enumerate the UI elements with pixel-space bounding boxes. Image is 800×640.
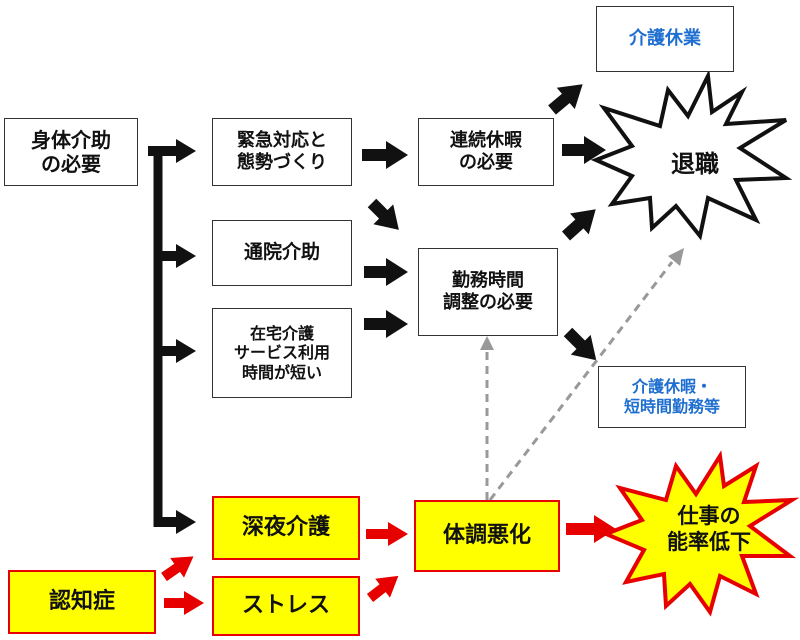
poor-health-box: 体調悪化 bbox=[414, 500, 560, 572]
arrow-leave-to-careleave bbox=[548, 84, 583, 115]
dashed-head-resignation bbox=[668, 248, 684, 266]
arrow-emergency-to-workhours bbox=[367, 198, 399, 230]
hospital-visit-box: 通院介助 bbox=[212, 220, 352, 286]
care-leave-short-box: 介護休暇・ 短時間勤務等 bbox=[598, 366, 746, 428]
arrow-spine-to-homecare bbox=[158, 339, 196, 363]
arrow-spine-to-nightcare bbox=[158, 510, 196, 534]
red-arrows bbox=[161, 515, 616, 615]
arrow-hospital-to-workhours bbox=[364, 258, 408, 286]
work-hours-box: 勤務時間 調整の必要 bbox=[418, 248, 558, 336]
consecutive-leave-box: 連続休暇 の必要 bbox=[418, 118, 554, 186]
arrow-spine-to-hospital bbox=[158, 244, 196, 268]
arrow-dementia-to-stress bbox=[164, 591, 204, 615]
arrow-physical-to-emergency bbox=[148, 139, 196, 163]
dashed-arrows bbox=[480, 248, 684, 501]
productivity-starburst bbox=[600, 450, 800, 617]
arrow-health-to-productivity bbox=[566, 515, 616, 543]
home-care-service-box: 在宅介護 サービス利用 時間が短い bbox=[212, 308, 352, 398]
dementia-box: 認知症 bbox=[8, 570, 156, 634]
dashed-head-workhours bbox=[480, 336, 494, 350]
arrow-stress-to-health bbox=[366, 575, 399, 602]
stress-box: ストレス bbox=[212, 576, 360, 636]
arrow-workhours-to-shortleave bbox=[563, 327, 597, 361]
black-arrows bbox=[148, 84, 606, 534]
arrow-dementia-to-nightcare bbox=[161, 556, 194, 582]
emergency-box: 緊急対応と 態勢づくり bbox=[212, 118, 352, 186]
arrow-leave-to-resignation bbox=[562, 136, 606, 164]
productivity-drop-label: 仕事の 能率低下 bbox=[667, 504, 751, 554]
arrow-homecare-to-workhours bbox=[364, 310, 408, 338]
night-care-box: 深夜介護 bbox=[212, 496, 360, 560]
arrow-emergency-to-leave bbox=[362, 141, 408, 169]
resignation-label: 退職 bbox=[671, 150, 719, 179]
resignation-starburst bbox=[590, 69, 793, 241]
dashed-health-to-resignation bbox=[488, 261, 674, 501]
care-leave-top-box: 介護休業 bbox=[596, 6, 734, 72]
physical-care-box: 身体介助 の必要 bbox=[4, 118, 138, 186]
arrow-workhours-to-resignation bbox=[561, 209, 596, 241]
arrow-nightcare-to-health bbox=[366, 522, 408, 546]
